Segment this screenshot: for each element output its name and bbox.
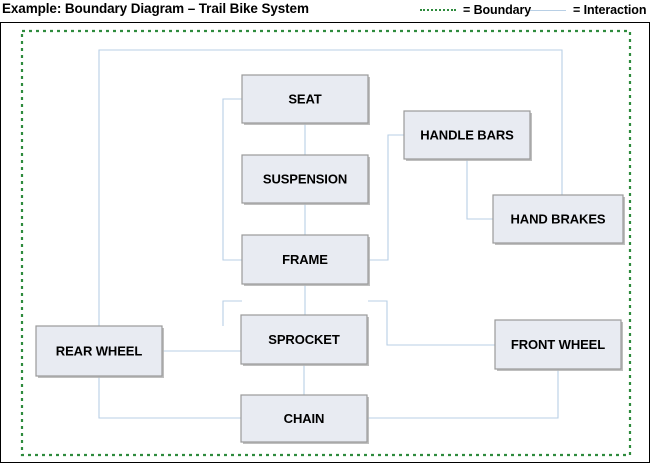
legend-item-boundary: = Boundary [420, 0, 531, 20]
interaction-link-rear_wheel-to-hand_brakes [98, 49, 563, 326]
node-label-suspension: SUSPENSION [263, 171, 347, 186]
node-box-handle_bars[interactable] [403, 110, 531, 160]
node-box-sprocket[interactable] [240, 314, 368, 365]
node-handle_bars[interactable]: HANDLE BARS [403, 110, 532, 161]
node-chain[interactable]: CHAIN [240, 394, 369, 444]
node-box-chain[interactable] [240, 394, 368, 443]
interaction-link-seat-to-frame [222, 98, 242, 261]
node-label-chain: CHAIN [284, 411, 325, 426]
node-front_wheel[interactable]: FRONT WHEEL [494, 319, 623, 371]
boundary-diagram-canvas: SEAT SUSPENSION FRAME HANDLE BARS HAND BRAKE… [20, 29, 632, 457]
node-box-hand_brakes[interactable] [492, 194, 624, 244]
node-label-seat: SEAT [288, 91, 321, 106]
node-suspension[interactable]: SUSPENSION [241, 154, 370, 205]
diagram-frame: SEAT SUSPENSION FRAME HANDLE BARS HAND BRAKE… [0, 22, 650, 463]
node-label-front_wheel: FRONT WHEEL [511, 337, 605, 352]
interaction-link-chain-to-front_wheel [367, 369, 559, 419]
node-box-suspension[interactable] [241, 154, 369, 204]
node-label-sprocket: SPROCKET [268, 332, 340, 347]
system-boundary-outline [20, 29, 632, 457]
node-rear_wheel[interactable]: REAR WHEEL [35, 325, 164, 378]
page-title: Example: Boundary Diagram – Trail Bike S… [2, 1, 309, 16]
system-boundary-layer [20, 29, 632, 457]
node-hand_brakes[interactable]: HAND BRAKES [492, 194, 625, 245]
component-nodes-layer: SEAT SUSPENSION FRAME HANDLE BARS HAND BRAKE… [35, 74, 625, 444]
node-label-handle_bars: HANDLE BARS [420, 127, 514, 142]
node-frame[interactable]: FRAME [241, 234, 370, 286]
interaction-link-rear_wheel-to-chain [98, 376, 241, 419]
legend-label-interaction: = Interaction [573, 3, 647, 17]
interaction-link-frame-to-front_wheel [368, 300, 495, 346]
legend: = Boundary = Interaction [420, 0, 650, 20]
boundary-line-swatch-icon [420, 9, 456, 11]
node-box-seat[interactable] [241, 74, 369, 124]
node-box-front_wheel[interactable] [494, 319, 622, 370]
node-label-frame: FRAME [282, 252, 328, 267]
interaction-line-swatch-icon [530, 9, 566, 11]
legend-label-boundary: = Boundary [463, 3, 532, 17]
header-bar: Example: Boundary Diagram – Trail Bike S… [0, 0, 650, 22]
node-label-hand_brakes: HAND BRAKES [511, 211, 606, 226]
interaction-links-layer [98, 49, 563, 419]
node-label-rear_wheel: REAR WHEEL [56, 343, 143, 358]
node-seat[interactable]: SEAT [241, 74, 370, 125]
legend-item-interaction: = Interaction [530, 0, 646, 20]
node-sprocket[interactable]: SPROCKET [240, 314, 369, 366]
node-box-frame[interactable] [241, 234, 369, 285]
node-box-rear_wheel[interactable] [35, 325, 163, 377]
interaction-link-frame-to-rear_wheel [222, 300, 242, 326]
interaction-link-handle_bars-to-hand_brakes [466, 159, 493, 220]
interaction-link-handle_bars-to-frame [368, 134, 404, 261]
